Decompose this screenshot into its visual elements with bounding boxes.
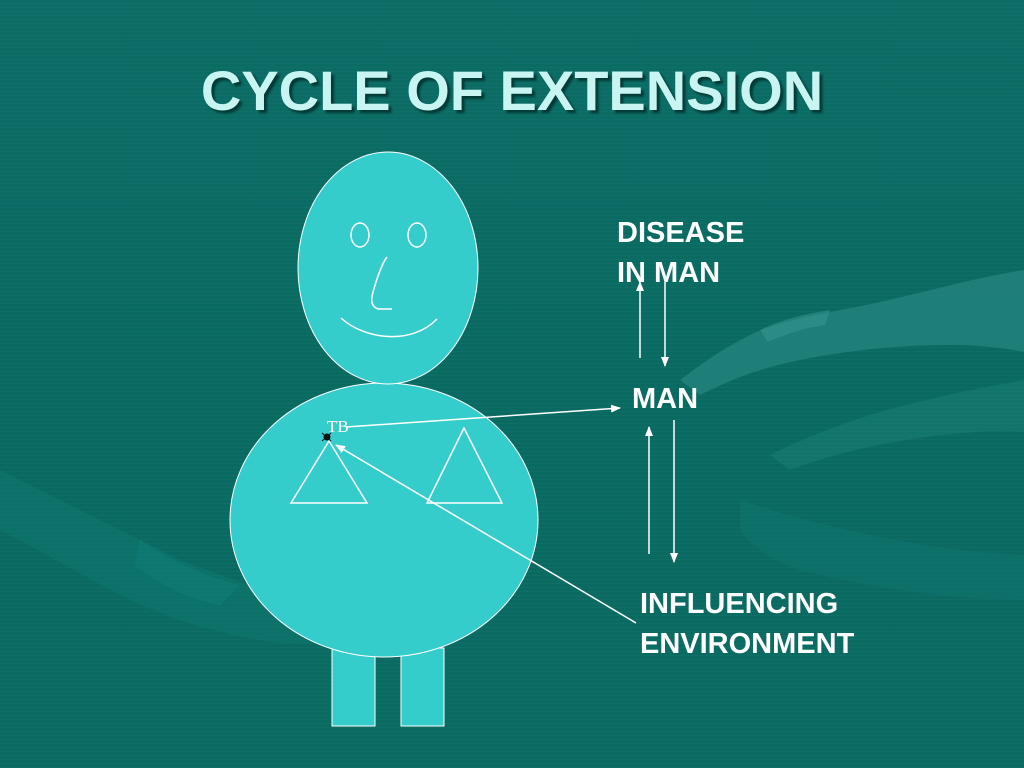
arrow-environment-to-tb <box>335 444 637 624</box>
left-leg <box>331 647 376 727</box>
left-lung-triangle <box>289 439 369 504</box>
right-leg <box>400 647 445 727</box>
right-eye <box>407 222 427 248</box>
man-label: MAN <box>632 383 699 415</box>
smile <box>340 317 438 338</box>
nose <box>371 256 392 310</box>
figure-head <box>297 151 479 385</box>
slide-title: CYCLE OF EXTENSION <box>200 59 824 122</box>
bug-icon <box>321 432 332 442</box>
left-eye <box>350 222 370 248</box>
disease-label-line1: DISEASE <box>617 217 745 249</box>
influencing-environment-label: INFLUENCING ENVIRONMENT <box>640 584 854 664</box>
disease-in-man-label: DISEASE IN MAN <box>617 213 744 293</box>
environment-label-line2: ENVIRONMENT <box>640 628 855 660</box>
arrow-tb-to-man <box>345 404 621 428</box>
right-lung-triangle <box>425 426 504 504</box>
disease-label-line2: IN MAN <box>617 257 721 289</box>
environment-label-line1: INFLUENCING <box>640 588 839 620</box>
tb-label: TB <box>327 417 349 436</box>
